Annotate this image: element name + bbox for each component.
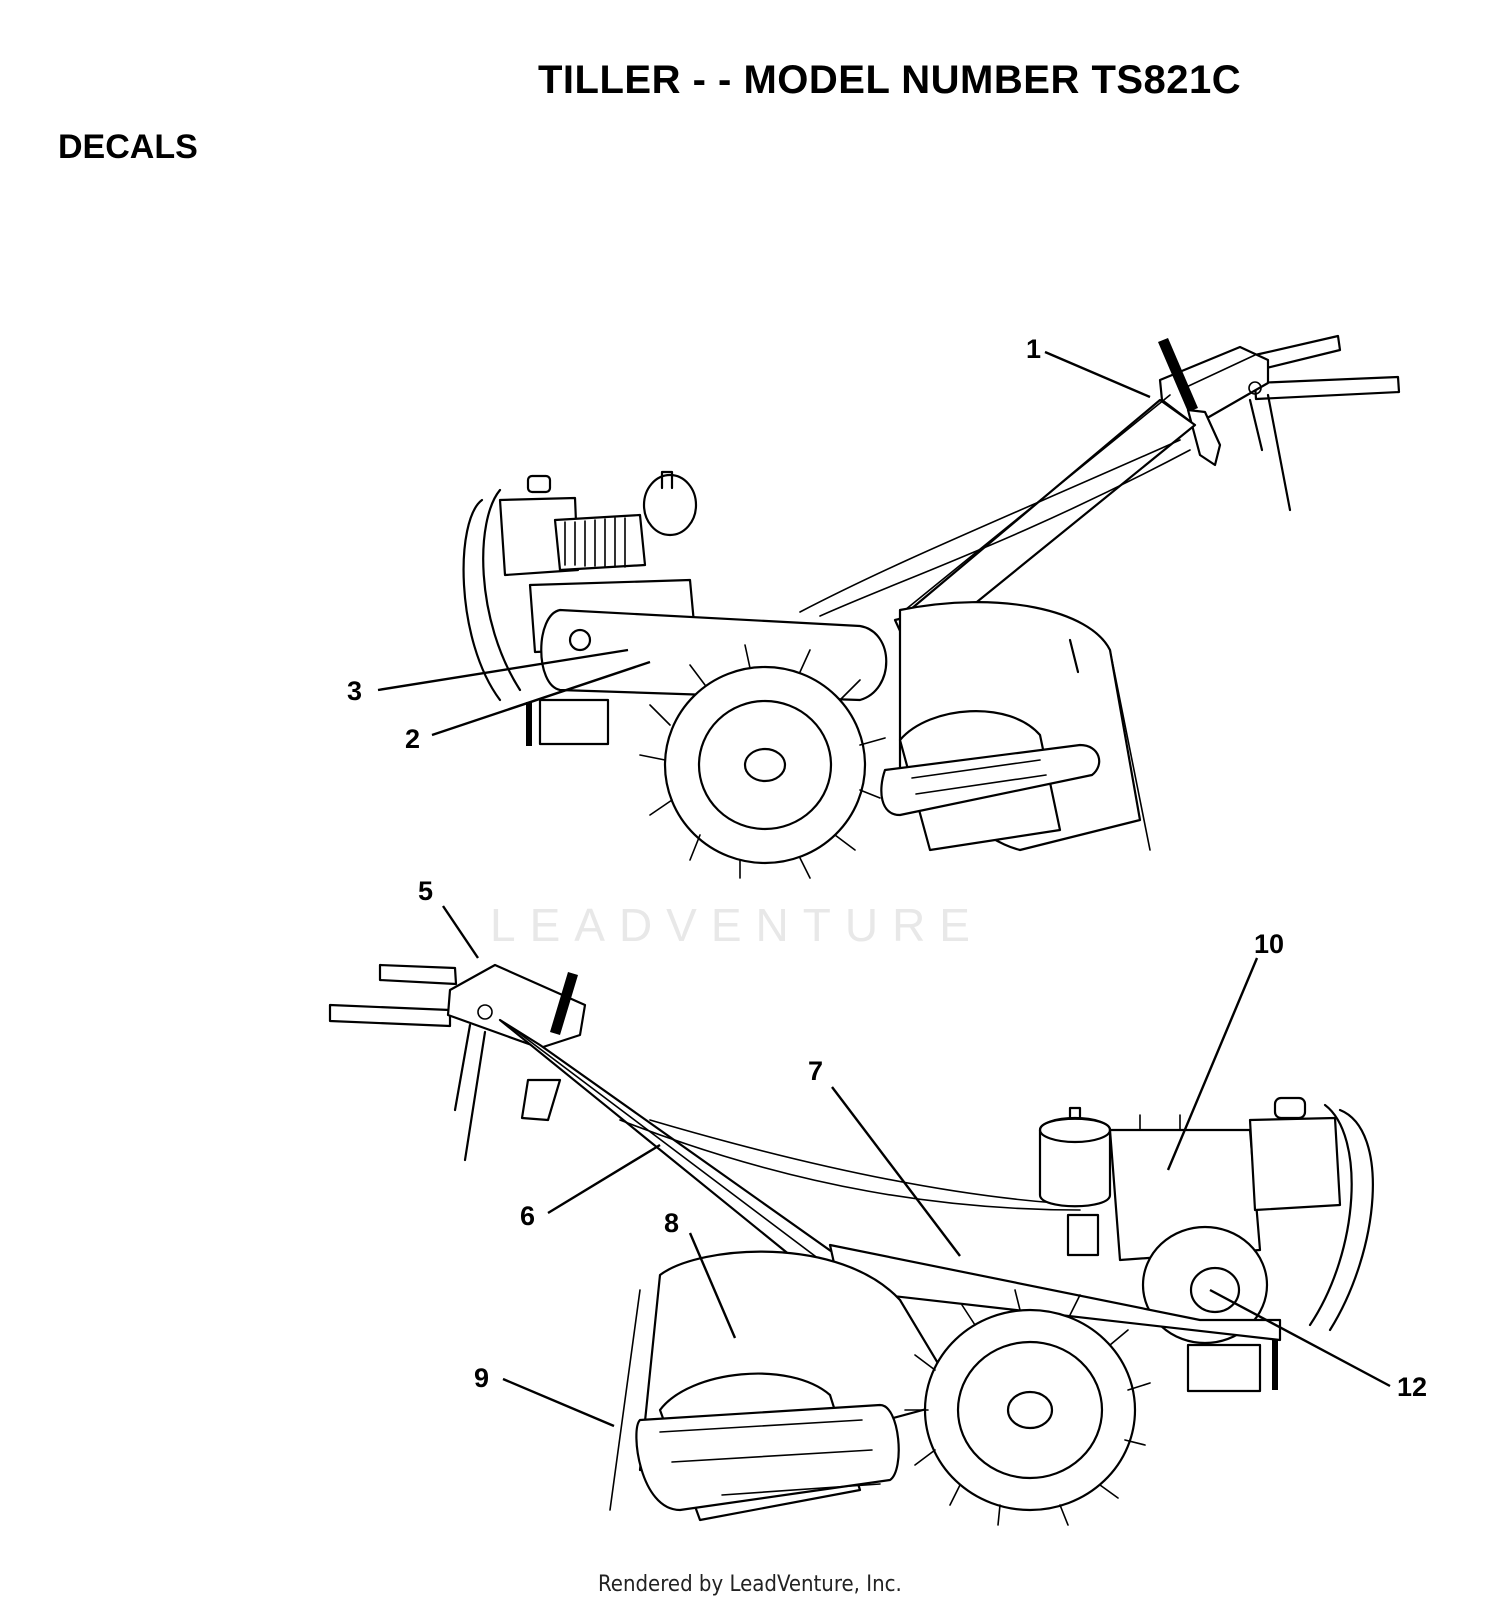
watermark: LEADVENTURE — [490, 899, 984, 951]
callout-6: 6 — [520, 1201, 535, 1231]
callout-8: 8 — [664, 1208, 679, 1238]
callout-10: 10 — [1254, 929, 1284, 959]
tiller-bottom-view — [328, 963, 1374, 1526]
callout-9: 9 — [474, 1363, 489, 1393]
callout-3: 3 — [347, 676, 362, 706]
footer-credit: Rendered by LeadVenture, Inc. — [598, 1572, 902, 1597]
section-heading: DECALS — [58, 128, 198, 166]
callout-5: 5 — [418, 876, 433, 906]
callout-7: 7 — [808, 1056, 823, 1086]
callout-labels: 1 2 3 5 6 7 8 9 10 12 — [347, 334, 1427, 1402]
callout-2: 2 — [405, 724, 420, 754]
page-title: TILLER - - MODEL NUMBER TS821C — [538, 58, 1242, 102]
tiller-top-view — [462, 334, 1401, 879]
callout-1: 1 — [1026, 334, 1041, 364]
callout-12: 12 — [1397, 1372, 1427, 1402]
